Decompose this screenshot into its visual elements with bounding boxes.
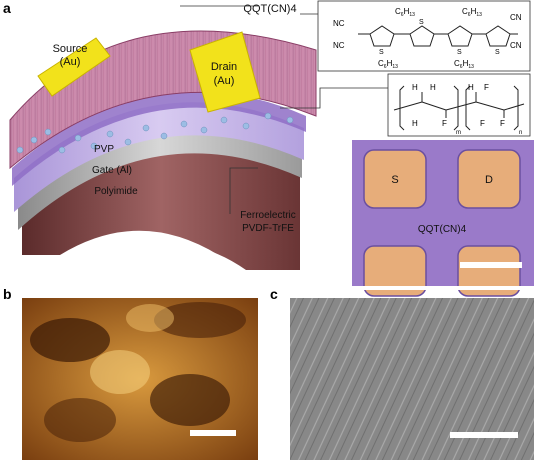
drain-electrode <box>189 31 261 113</box>
sulfur-3: S <box>457 49 462 56</box>
f-3: F <box>480 119 485 128</box>
source-pad <box>363 149 427 209</box>
h-1: H <box>412 83 418 92</box>
svg-text:C6H13: C6H13 <box>462 7 482 18</box>
polymer-chain-beads <box>16 112 294 154</box>
ferroelectric-label: Ferroelectric <box>240 210 296 221</box>
pvp-layer <box>12 91 306 186</box>
polyimide-label: Polyimide <box>94 186 138 197</box>
qqt-cn4-structure: NC NC CN CN S S S S C6H13 C6H13 C6H13 C6… <box>317 0 531 72</box>
sulfur-2: S <box>419 19 424 26</box>
pvp-label: PVP <box>94 144 114 155</box>
micro-channel-label: QQT(CN)4 <box>418 224 467 235</box>
scale-bar-a <box>460 262 522 268</box>
pvdf-label: PVDF-TrFE <box>242 223 294 234</box>
sulfur-4: S <box>495 49 500 56</box>
f-2: F <box>484 83 489 92</box>
subscript-n: n <box>519 130 522 136</box>
pvdf-trfe-structure: H H H F H F F F m n <box>387 73 531 137</box>
h-3: H <box>412 119 418 128</box>
leader-line-structure-bottom <box>280 87 388 109</box>
subscript-m: m <box>456 130 461 136</box>
flexible-device-illustration: Source (Au) Drain (Au) PVP Gate (Al) Pol… <box>9 3 388 300</box>
micro-s-label: S <box>391 174 398 186</box>
hexyl-labels: C6H13 C6H13 C6H13 C6H13 <box>378 7 482 70</box>
source-au-label: (Au) <box>60 56 81 68</box>
drain-label: Drain <box>211 61 237 73</box>
sulfur-1: S <box>379 49 384 56</box>
f-4: F <box>500 119 505 128</box>
leader-line-micrograph <box>229 167 258 214</box>
source-electrode <box>37 37 111 97</box>
svg-text:C6H13: C6H13 <box>454 59 474 70</box>
svg-text:C6H13: C6H13 <box>378 59 398 70</box>
h-2: H <box>430 83 436 92</box>
panel-label-a: a <box>3 0 11 16</box>
source-label: Source <box>53 43 88 55</box>
svg-text:C6H13: C6H13 <box>395 7 415 18</box>
panel-label-c: c <box>270 286 278 302</box>
scale-bar-c <box>450 432 518 438</box>
drain-au-label: (Au) <box>214 75 235 87</box>
drain-pad <box>457 149 521 209</box>
gate-label: Gate (Al) <box>92 165 132 176</box>
scale-bar-b <box>190 430 236 436</box>
optical-micrograph: S D QQT(CN)4 <box>352 140 534 297</box>
cn-bottom: CN <box>510 41 522 50</box>
f-1: F <box>442 119 447 128</box>
panel-label-b: b <box>3 286 12 302</box>
nc-bottom: NC <box>333 41 345 50</box>
nc-top: NC <box>333 19 345 28</box>
cn-top: CN <box>510 13 522 22</box>
arch-opening <box>70 244 246 300</box>
semiconductor-label: QQT(CN)4 <box>243 3 296 15</box>
pad-bottom-right <box>457 245 521 297</box>
h-4: H <box>468 83 474 92</box>
pad-bottom-left <box>363 245 427 297</box>
sem-image <box>290 298 534 460</box>
micro-d-label: D <box>485 174 493 186</box>
afm-image <box>22 298 258 460</box>
